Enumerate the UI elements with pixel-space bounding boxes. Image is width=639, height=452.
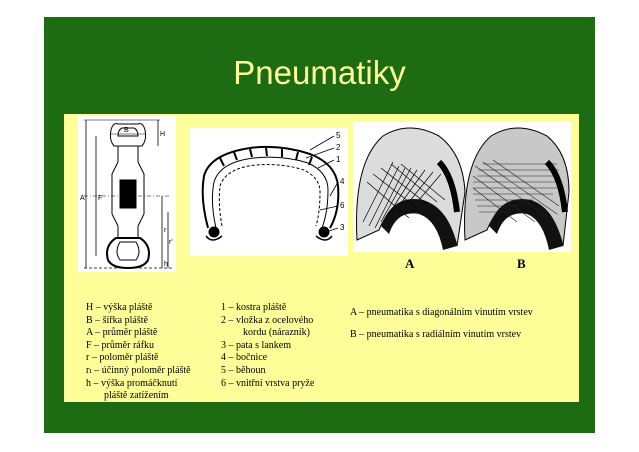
legend-item: A – průměr pláště — [86, 327, 158, 339]
legend-item: rₗ – účinný poloměr pláště — [86, 364, 191, 376]
label-r: r — [164, 227, 167, 234]
slide: Pneumatiky — [44, 17, 595, 433]
ply-comparison-figure — [353, 122, 571, 252]
legend-item: B – šířka pláště — [86, 314, 148, 326]
label-B: B — [124, 127, 129, 134]
legend-item: H – výška pláště — [86, 302, 153, 313]
label-h: h — [164, 261, 168, 268]
radial-ply-tire — [464, 127, 570, 250]
legend-item: 4 – bočnice — [221, 352, 268, 364]
callout-6: 6 — [340, 201, 345, 210]
ply-comparison-drawing — [356, 127, 570, 250]
legend-item: A – pneumatika s diagonálním vinutím vrs… — [350, 307, 533, 318]
label-tire-a: A — [405, 256, 415, 271]
callout-3: 3 — [340, 223, 345, 232]
legend-item: h – výška promáčknutí — [86, 377, 178, 389]
label-tire-b: B — [517, 256, 526, 271]
diagonal-ply-tire — [356, 127, 466, 250]
legend-item: 5 – běhoun — [221, 364, 266, 376]
legend-item: 3 – pata s lankem — [221, 339, 291, 351]
legend-item: r – poloměr pláště — [86, 352, 159, 364]
tire-dimensions-drawing: H B A F r r' h — [80, 119, 174, 270]
dimensions-legend: H – výška pláště B – šířka pláště A – pr… — [86, 302, 191, 403]
legend-item: B – pneumatika s radiálním vinutím vrste… — [350, 329, 522, 340]
tire-construction-figure: 5 2 1 4 6 3 — [190, 128, 348, 256]
construction-legend: 1 – kostra pláště 2 – vložka z ocelového… — [221, 302, 314, 390]
legend-item: 2 – vložka z ocelového — [221, 314, 314, 326]
ply-legend: A – pneumatika s diagonálním vinutím vrs… — [350, 302, 533, 346]
legend-item: kordu (nárazník) — [243, 327, 310, 339]
callout-4: 4 — [340, 177, 345, 186]
callout-2: 2 — [336, 143, 341, 152]
label-H: H — [160, 131, 165, 138]
tire-construction-drawing: 5 2 1 4 6 3 — [201, 131, 345, 241]
tire-dimensions-figure: H B A F r r' h — [78, 116, 176, 272]
legend-item: 6 – vnitřní vrstva pryže — [221, 377, 315, 389]
callout-5: 5 — [336, 131, 341, 140]
label-r-dynamic: r' — [169, 239, 173, 246]
legend-item: 1 – kostra pláště — [221, 302, 287, 313]
callout-1: 1 — [336, 155, 341, 164]
slide-title: Pneumatiky — [233, 54, 406, 91]
label-F: F — [98, 195, 102, 202]
legend-item: pláště zatížením — [104, 390, 169, 402]
label-A: A — [80, 195, 85, 202]
legend-item: F – průměr ráfku — [86, 339, 155, 351]
content-panel: H B A F r r' h — [64, 114, 579, 402]
